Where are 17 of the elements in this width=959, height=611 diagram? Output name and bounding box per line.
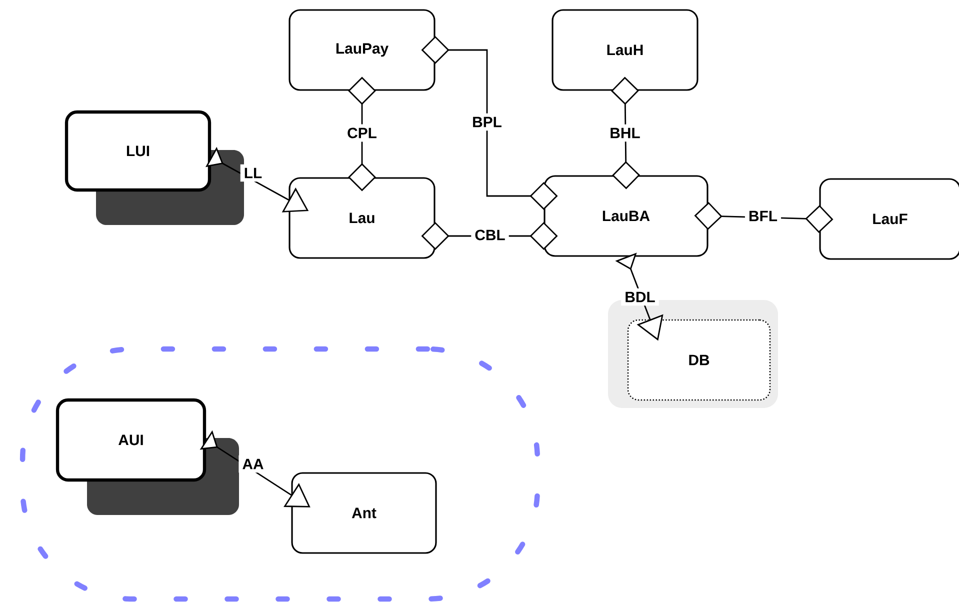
- process-box: LauF: [819, 178, 959, 260]
- process-box: LauH: [552, 9, 698, 91]
- edge-label: BHL: [606, 124, 644, 142]
- process-box: Lau: [288, 177, 436, 259]
- edge-label: AA: [238, 455, 268, 473]
- process-box: AUI: [56, 398, 206, 482]
- edge-label: LL: [240, 164, 266, 182]
- edge-label: BDL: [621, 288, 659, 306]
- edge-label: CPL: [344, 124, 380, 142]
- process-box: LauPay: [288, 9, 436, 91]
- edge-label: BPL: [468, 113, 506, 131]
- process-box: LUI: [64, 110, 212, 192]
- process-box: Ant: [291, 472, 437, 554]
- edge-label: BFL: [744, 207, 782, 225]
- edge-label: CBL: [471, 226, 509, 244]
- process-box: LauBA: [544, 175, 708, 257]
- database-box: DB: [627, 319, 771, 401]
